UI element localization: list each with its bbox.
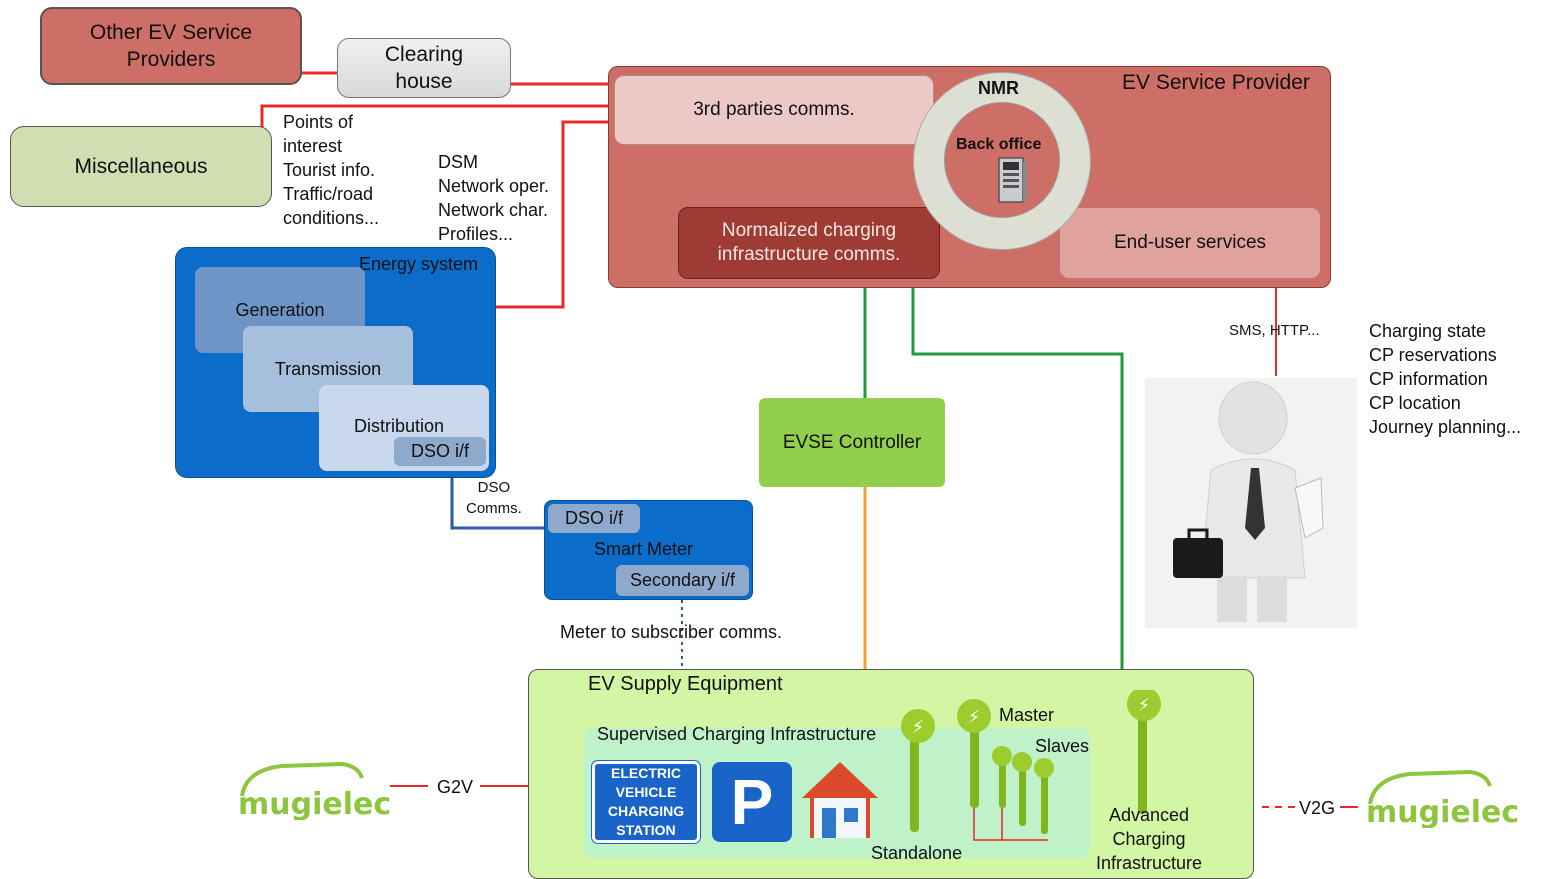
transmission-label: Transmission — [274, 358, 382, 379]
miscellaneous-box: Miscellaneous — [10, 126, 272, 207]
line-misc-sp — [260, 104, 610, 127]
standalone-charger-icon: ⚡ — [901, 709, 935, 832]
dso-comms-label: DSO Comms. — [466, 479, 522, 517]
other-providers-box: Other EV Service Providers — [40, 7, 302, 85]
third-parties-box: 3rd parties comms. — [614, 75, 934, 145]
charging-station-sign: ELECTRIC VEHICLE CHARGING STATION — [591, 760, 701, 844]
ev-supply-title: EV Supply Equipment — [588, 673, 783, 695]
line-sp-advanced — [911, 287, 1124, 670]
secondary-if: Secondary i/f — [616, 565, 749, 596]
smart-meter-label: Smart Meter — [594, 539, 694, 559]
clearing-house-label: Clearing house — [384, 43, 464, 93]
meter-comms-label: Meter to subscriber comms. — [560, 622, 783, 642]
parking-sign: P — [712, 762, 792, 842]
svg-text:⚡: ⚡ — [968, 707, 981, 728]
evse-controller-box: EVSE Controller — [759, 398, 945, 487]
energy-dso-if-label: DSO i/f — [410, 441, 469, 461]
supervised-label: Supervised Charging Infrastructure — [597, 724, 877, 744]
clearing-house-box: Clearing house — [337, 38, 511, 98]
user-services-list: Charging state CP reservations CP inform… — [1369, 321, 1522, 437]
sms-http-label: SMS, HTTP... — [1229, 322, 1320, 339]
master-label: Master — [999, 705, 1055, 725]
server-icon — [998, 157, 1027, 203]
energy-notes: DSM Network oper. Network char. Profiles… — [438, 152, 550, 244]
generation-label: Generation — [235, 299, 325, 320]
logo-left-text: mugielec — [238, 787, 391, 820]
end-user-services-box: End-user services — [1059, 207, 1321, 279]
businessman-icon — [1145, 378, 1357, 628]
energy-dso-if: DSO i/f — [394, 437, 486, 466]
station-sign-label: ELECTRIC VEHICLE CHARGING STATION — [607, 765, 685, 838]
normalized-comms-box: Normalized charging infrastructure comms… — [678, 207, 940, 279]
standalone-label: Standalone — [871, 843, 963, 863]
v2g-label: V2G — [1299, 798, 1336, 818]
meter-dso-if: DSO i/f — [548, 504, 640, 533]
slave-charger-icons — [992, 746, 1054, 834]
parking-label: P — [730, 766, 774, 838]
logo-right-text: mugielec — [1366, 795, 1519, 828]
house-icon — [802, 762, 878, 838]
mugielec-logo-right: mugielec — [1366, 769, 1519, 828]
svg-text:⚡: ⚡ — [1138, 695, 1151, 716]
normalized-comms-label: Normalized charging infrastructure comms… — [717, 220, 901, 265]
mugielec-logo-left: mugielec — [238, 761, 391, 820]
line-dso — [450, 466, 548, 530]
evse-controller-label: EVSE Controller — [782, 431, 922, 453]
line-energy-sp — [494, 120, 610, 309]
meter-dso-if-label: DSO i/f — [564, 508, 623, 528]
slaves-label: Slaves — [1035, 736, 1090, 756]
distribution-label: Distribution — [354, 416, 445, 436]
master-charger-icon: ⚡ — [957, 699, 991, 808]
advanced-label: Advanced Charging Infrastructure — [1096, 805, 1203, 873]
nmr-label: NMR — [978, 78, 1019, 98]
advanced-charger-icon: ⚡ — [1127, 690, 1161, 814]
misc-notes: Points of interest Tourist info. Traffic… — [283, 112, 380, 228]
back-office-label: Back office — [956, 136, 1042, 153]
svg-text:⚡: ⚡ — [912, 717, 925, 738]
third-parties-label: 3rd parties comms. — [693, 99, 855, 120]
miscellaneous-label: Miscellaneous — [74, 154, 208, 178]
other-providers-label: Other EV Service Providers — [89, 21, 253, 71]
charger-posts: ⚡ ⚡ ⚡ — [901, 690, 1161, 841]
secondary-if-label: Secondary i/f — [629, 570, 736, 590]
g2v-label: G2V — [437, 777, 474, 797]
end-user-services-label: End-user services — [1113, 232, 1267, 253]
ev-service-provider-title: EV Service Provider — [1122, 71, 1310, 94]
energy-system-title: Energy system — [359, 254, 479, 274]
